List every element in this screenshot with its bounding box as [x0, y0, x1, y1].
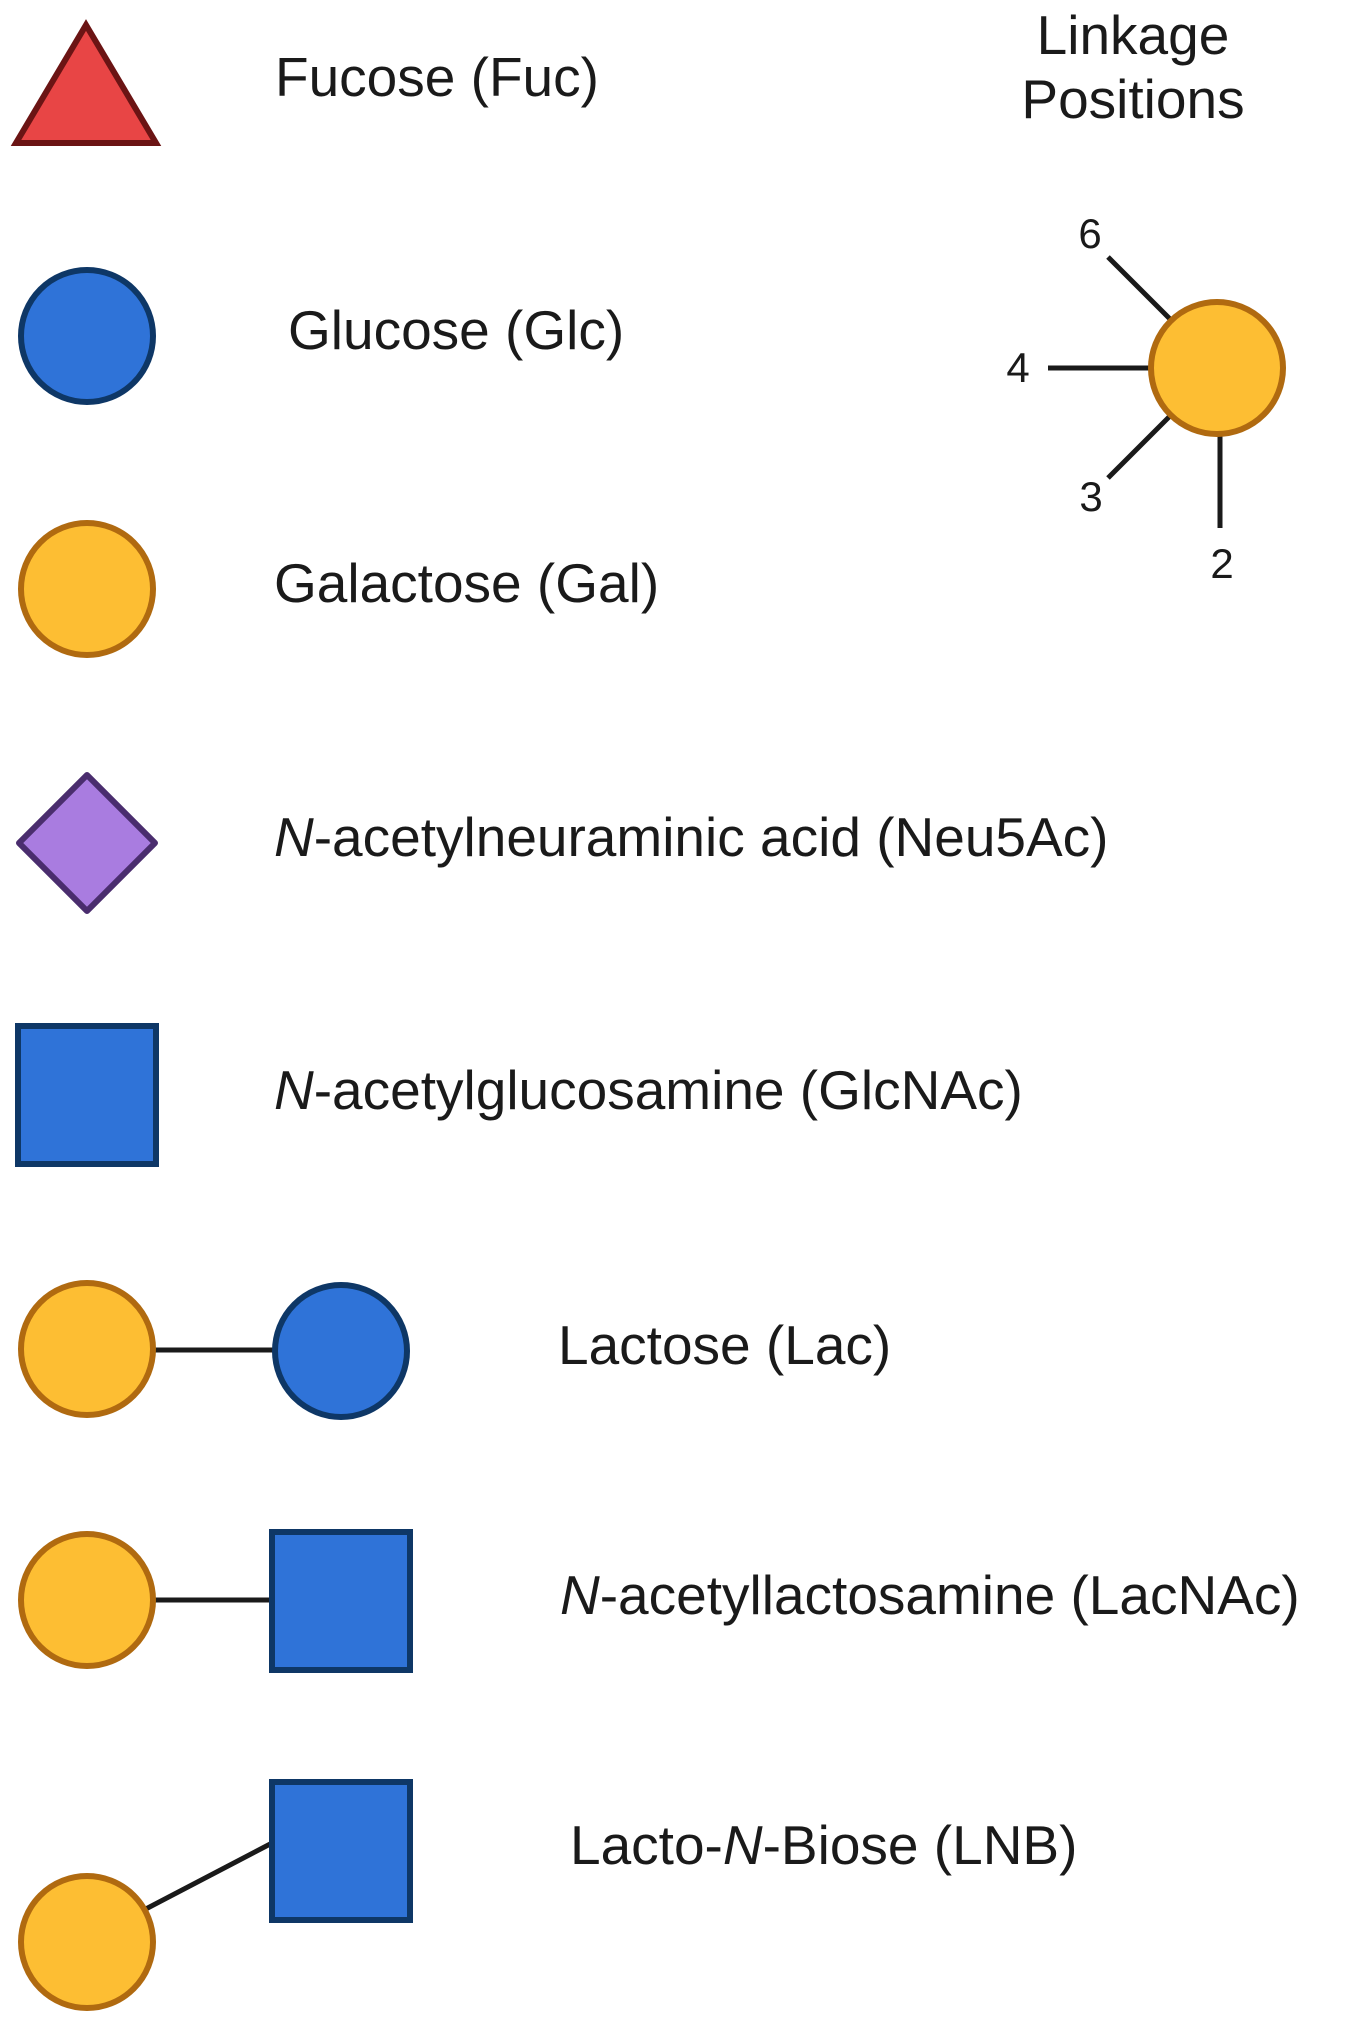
galactose-row: Galactose (Gal)	[18, 520, 659, 658]
fucose-row: Fucose (Fuc)	[10, 19, 599, 146]
lnb-label: Lacto-N-Biose (LNB)	[570, 1814, 1077, 1876]
linkage-position-3: 3	[1079, 473, 1102, 520]
glcnac-label-italic: N	[274, 1059, 314, 1121]
lactose-row: Lactose (Lac)	[18, 1280, 891, 1420]
lactose-label: Lactose (Lac)	[558, 1314, 891, 1376]
lacnac-row: N-acetyllactosamine (LacNAc)	[18, 1529, 1300, 1673]
linkage-title-line1: Linkage	[1037, 4, 1230, 66]
fucose-triangle-icon	[10, 19, 162, 146]
lnb-bond	[138, 1839, 276, 1915]
lacnac-label-italic: N	[560, 1564, 600, 1626]
neu5ac-label-rest: -acetylneuraminic acid (Neu5Ac)	[314, 806, 1109, 868]
neu5ac-label: N-acetylneuraminic acid (Neu5Ac)	[274, 806, 1109, 868]
linkage-title-line2: Positions	[1021, 68, 1244, 130]
lnb-label-italic: N	[723, 1814, 763, 1876]
linkage-galactose-icon	[1148, 299, 1286, 437]
lnb-label-part1: Lacto-	[570, 1814, 723, 1876]
lnb-label-part2: -Biose (LNB)	[763, 1814, 1078, 1876]
lacnac-label-rest: -acetyllactosamine (LacNAc)	[600, 1564, 1300, 1626]
neu5ac-row: N-acetylneuraminic acid (Neu5Ac)	[16, 772, 1109, 914]
lnb-galactose-icon	[18, 1873, 156, 2011]
glcnac-square-icon	[15, 1023, 159, 1167]
lacnac-glcnac-square-icon	[269, 1529, 413, 1673]
neu5ac-label-italic: N	[274, 806, 314, 868]
glucose-circle-icon	[18, 267, 156, 405]
lacnac-label: N-acetyllactosamine (LacNAc)	[560, 1564, 1300, 1626]
glucose-label: Glucose (Glc)	[288, 299, 624, 361]
neu5ac-diamond-icon	[16, 772, 158, 914]
fucose-label: Fucose (Fuc)	[275, 46, 599, 108]
galactose-label: Galactose (Gal)	[274, 552, 659, 614]
lactose-glucose-icon	[272, 1282, 410, 1420]
lnb-row: Lacto-N-Biose (LNB)	[18, 1779, 1077, 2011]
galactose-circle-icon	[18, 520, 156, 658]
lactose-galactose-icon	[18, 1280, 156, 1418]
lacnac-galactose-icon	[18, 1531, 156, 1669]
glcnac-label: N-acetylglucosamine (GlcNAc)	[274, 1059, 1023, 1121]
linkage-position-4: 4	[1006, 344, 1029, 391]
lnb-glcnac-square-icon	[269, 1779, 413, 1923]
linkage-positions-panel: Linkage Positions 6 4 3 2	[1006, 4, 1286, 587]
glcnac-row: N-acetylglucosamine (GlcNAc)	[15, 1023, 1023, 1167]
glucose-row: Glucose (Glc)	[18, 267, 624, 405]
linkage-position-2: 2	[1210, 540, 1233, 587]
linkage-bond-6	[1106, 255, 1178, 327]
linkage-position-6: 6	[1078, 210, 1101, 257]
glcnac-label-rest: -acetylglucosamine (GlcNAc)	[314, 1059, 1023, 1121]
linkage-bond-3	[1106, 408, 1178, 480]
